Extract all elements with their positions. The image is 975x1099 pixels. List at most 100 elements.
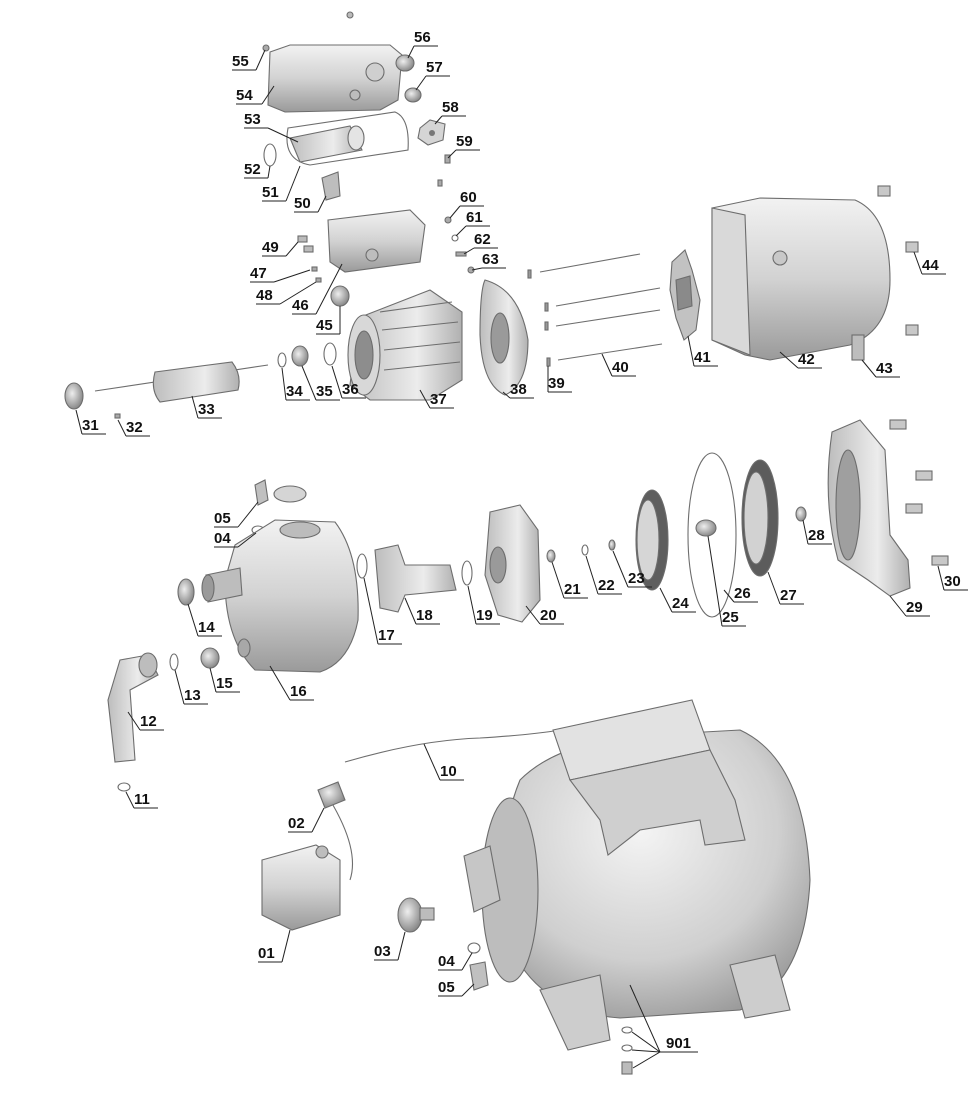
svg-text:43: 43	[876, 360, 893, 377]
svg-text:41: 41	[694, 349, 711, 366]
svg-text:19: 19	[476, 607, 493, 624]
callout-12: 12	[127, 711, 164, 731]
svg-text:18: 18	[416, 607, 433, 624]
callout-46: 46	[292, 263, 343, 315]
callout-labels: 55 54 56 57 58 53 59 52 51 50 60 61 49 6…	[75, 29, 968, 1069]
svg-text:56: 56	[414, 29, 431, 46]
svg-text:20: 20	[540, 607, 557, 624]
rotor-shaft	[152, 361, 240, 403]
callout-35: 35	[301, 365, 340, 401]
svg-text:13: 13	[184, 687, 201, 704]
callout-40: 40	[601, 353, 636, 377]
callout-53: 53	[244, 111, 299, 143]
svg-text:49: 49	[262, 239, 279, 256]
callout-05a: 05	[214, 501, 259, 528]
callout-44: 44	[913, 251, 946, 275]
svg-text:53: 53	[244, 111, 261, 128]
callout-28: 28	[802, 519, 832, 545]
svg-text:52: 52	[244, 161, 261, 178]
callout-61: 61	[455, 209, 490, 237]
callout-11: 11	[125, 791, 158, 809]
callout-45: 45	[316, 306, 341, 335]
pump-assembly	[107, 419, 949, 792]
svg-text:47: 47	[250, 265, 267, 282]
pump-housing	[224, 519, 359, 673]
svg-text:57: 57	[426, 59, 443, 76]
callout-14: 14	[187, 603, 222, 637]
svg-text:11: 11	[134, 791, 150, 808]
svg-text:02: 02	[288, 815, 305, 832]
motor-foot	[851, 334, 865, 361]
svg-text:901: 901	[666, 1035, 691, 1052]
callout-03: 03	[374, 931, 406, 961]
svg-text:14: 14	[198, 619, 215, 636]
svg-text:24: 24	[672, 595, 689, 612]
svg-text:62: 62	[474, 231, 491, 248]
callout-31: 31	[75, 409, 106, 435]
callout-15: 15	[209, 667, 240, 693]
callout-04a: 04	[214, 530, 257, 548]
svg-text:37: 37	[430, 391, 447, 408]
pressure-gauge	[397, 897, 423, 933]
bearing	[330, 285, 350, 307]
callout-18: 18	[404, 597, 440, 625]
shaft-bearing	[64, 382, 84, 410]
terminal-box	[327, 209, 426, 273]
svg-text:31: 31	[82, 417, 99, 434]
svg-text:01: 01	[258, 945, 275, 962]
callout-49: 49	[262, 239, 299, 257]
callout-01: 01	[258, 929, 291, 963]
svg-text:16: 16	[290, 683, 307, 700]
callout-41: 41	[687, 335, 718, 367]
capacitor	[289, 125, 363, 163]
svg-text:15: 15	[216, 675, 233, 692]
callout-24: 24	[659, 587, 696, 613]
svg-text:23: 23	[628, 570, 645, 587]
callout-43: 43	[861, 359, 900, 378]
callout-17: 17	[363, 577, 402, 645]
callout-57: 57	[415, 59, 450, 91]
svg-text:34: 34	[286, 383, 303, 400]
callout-05b: 05	[438, 979, 475, 997]
svg-text:04: 04	[438, 953, 455, 970]
svg-text:44: 44	[922, 257, 939, 274]
svg-text:05: 05	[214, 510, 231, 527]
svg-text:12: 12	[140, 713, 157, 730]
svg-text:46: 46	[292, 297, 309, 314]
svg-text:17: 17	[378, 627, 395, 644]
callout-13: 13	[174, 669, 208, 705]
callout-56: 56	[407, 29, 438, 59]
callout-42: 42	[779, 351, 822, 369]
callout-32: 32	[117, 419, 150, 437]
callout-55: 55	[232, 49, 266, 71]
cable-gland	[395, 54, 415, 72]
svg-text:25: 25	[722, 609, 739, 626]
callout-58: 58	[434, 99, 466, 125]
callout-36: 36	[331, 365, 366, 399]
callout-48: 48	[256, 281, 317, 305]
callout-30: 30	[937, 565, 968, 591]
svg-text:22: 22	[598, 577, 615, 594]
svg-text:05: 05	[438, 979, 455, 996]
svg-text:42: 42	[798, 351, 815, 368]
svg-text:48: 48	[256, 287, 273, 304]
callout-02: 02	[288, 807, 325, 833]
callout-59: 59	[447, 133, 480, 159]
callout-38: 38	[502, 381, 534, 399]
callout-60: 60	[449, 189, 484, 219]
callout-62: 62	[463, 231, 498, 255]
o-ring	[687, 452, 737, 618]
svg-text:60: 60	[460, 189, 477, 206]
pressure-switch	[261, 844, 341, 931]
motor-assembly	[64, 11, 919, 419]
svg-text:58: 58	[442, 99, 459, 116]
callout-27: 27	[767, 571, 804, 605]
diffuser	[484, 504, 541, 623]
svg-text:29: 29	[906, 599, 923, 616]
terminal-box-cover	[267, 44, 403, 113]
svg-text:36: 36	[342, 381, 359, 398]
seal-ring	[263, 143, 277, 167]
callout-52: 52	[244, 161, 271, 179]
callout-22: 22	[585, 555, 622, 595]
